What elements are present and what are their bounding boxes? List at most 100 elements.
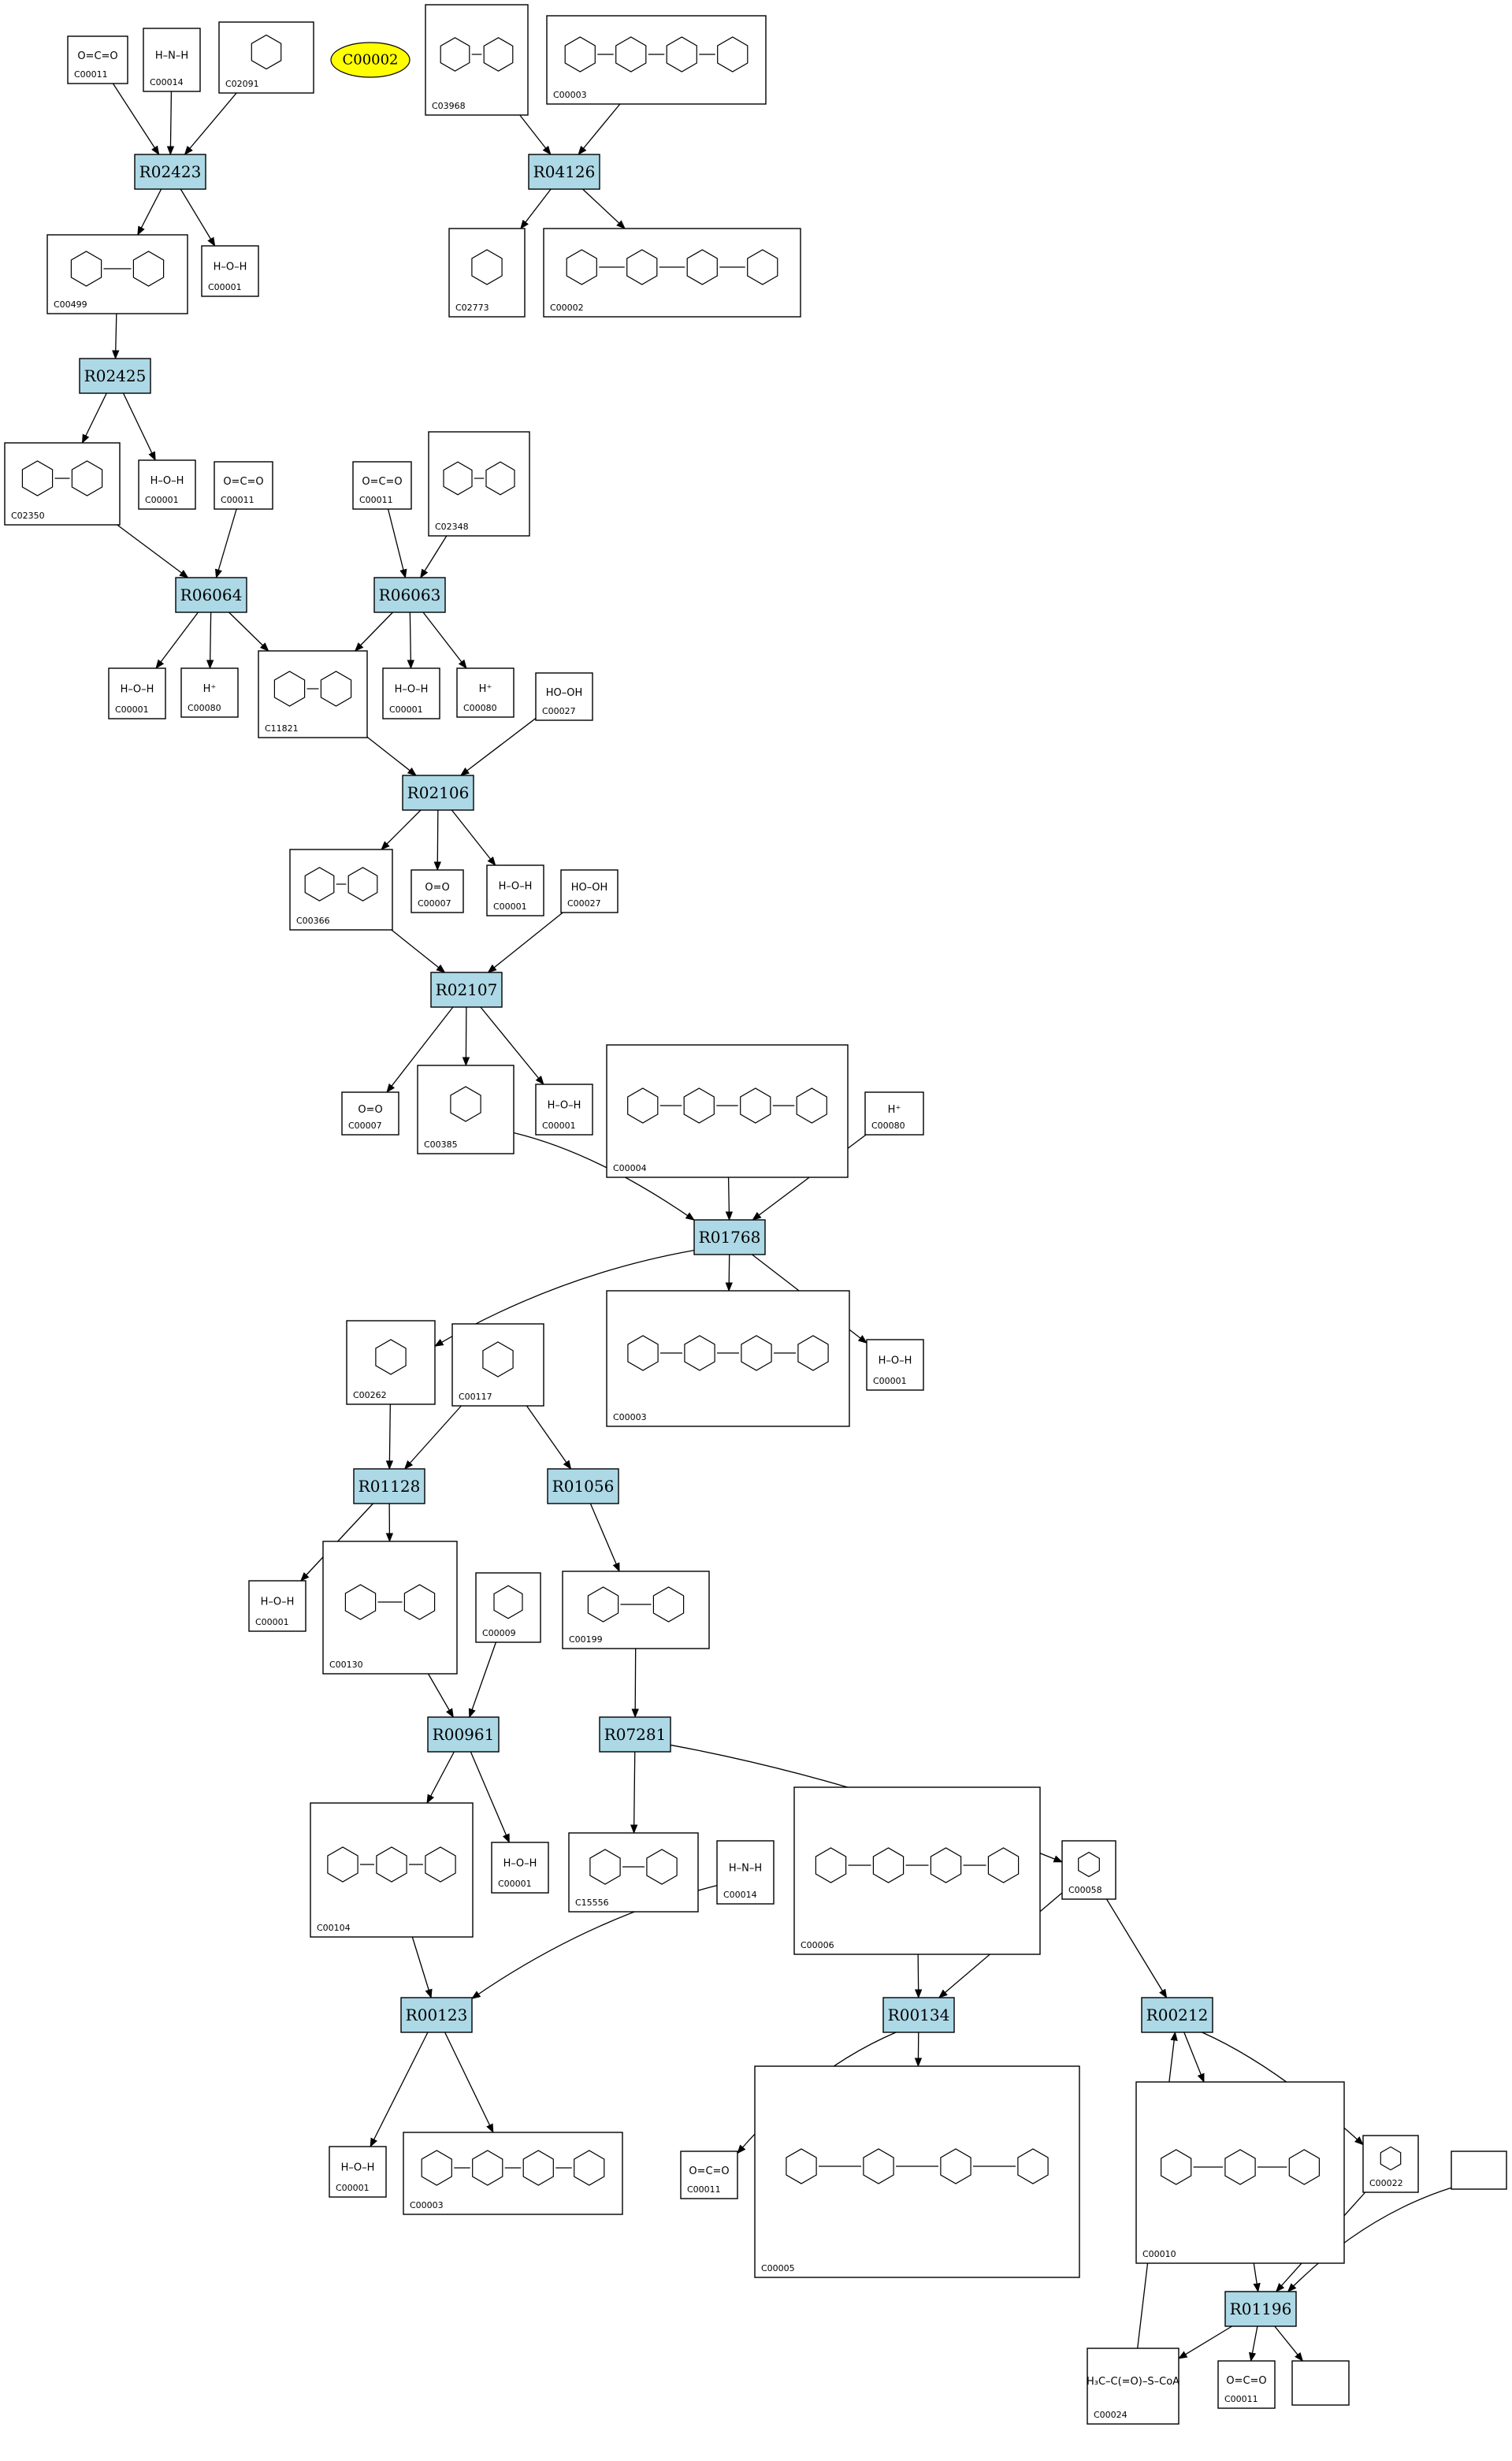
compound-node[interactable]: C02348 <box>428 431 530 537</box>
edge-c00058-R00212 <box>1105 1898 1168 1998</box>
reaction-node[interactable]: R02425 <box>79 358 151 394</box>
compound-node[interactable]: C00499 <box>46 234 188 314</box>
edge-line <box>631 1648 639 1719</box>
edge-R02106-c00366 <box>381 809 422 850</box>
reaction-box <box>427 1716 500 1753</box>
edge-c00117-R01128 <box>403 1405 462 1470</box>
reaction-node[interactable]: R02423 <box>134 154 206 190</box>
compound-node[interactable]: C00009 <box>475 1572 541 1643</box>
structure-ring <box>646 1849 678 1885</box>
compound-node[interactable]: H⁺C00080 <box>456 667 515 718</box>
compound-node[interactable]: C03968 <box>425 4 529 116</box>
structure-ring <box>71 460 103 496</box>
compound-box <box>486 864 544 916</box>
highlighted-compound[interactable]: C00002 <box>330 42 411 78</box>
compound-node[interactable]: C00003 <box>606 1290 850 1427</box>
edge-R06063-c00080_b <box>422 612 467 669</box>
compound-box <box>451 1323 544 1407</box>
compound-node[interactable]: C00104 <box>310 1802 474 1938</box>
structure-ring <box>626 249 658 285</box>
edge-line <box>381 809 422 850</box>
compound-box <box>46 234 188 314</box>
compound-node[interactable] <box>1451 2151 1507 2190</box>
reaction-node[interactable]: R00134 <box>882 1997 955 2033</box>
edge-c00006-R00134 <box>914 1954 923 1999</box>
reaction-node[interactable]: R06064 <box>175 577 247 613</box>
reaction-node[interactable]: R02107 <box>430 972 503 1008</box>
structure-ring <box>273 671 306 707</box>
compound-node[interactable]: C00002 <box>543 228 801 318</box>
edge-line <box>725 1254 733 1292</box>
compound-node[interactable]: H⁺C00080 <box>180 667 239 718</box>
reaction-box <box>402 775 474 811</box>
compound-node[interactable]: C00117 <box>451 1323 544 1407</box>
reaction-node[interactable]: R01196 <box>1224 2291 1297 2327</box>
edge-c00011_b-R06064 <box>214 508 237 579</box>
structure-ring <box>796 1087 827 1124</box>
reaction-node[interactable]: R07281 <box>599 1716 671 1753</box>
compound-node[interactable]: C00385 <box>417 1065 515 1154</box>
compound-box <box>680 2151 738 2199</box>
compound-node[interactable]: C00006 <box>793 1786 1041 1955</box>
edge-R02106-c00007_a <box>433 809 441 872</box>
compound-node[interactable]: C00003 <box>546 15 767 105</box>
compound-node[interactable] <box>1291 2360 1350 2406</box>
compound-box <box>606 1290 850 1427</box>
compound-node[interactable]: C00058 <box>1061 1840 1116 1900</box>
reaction-node[interactable]: R06063 <box>373 577 446 613</box>
compound-node[interactable]: C00022 <box>1362 2135 1419 2193</box>
compound-node[interactable]: C00366 <box>289 849 393 931</box>
compound-id: C00080 <box>188 703 221 713</box>
compound-id: C00001 <box>145 495 179 505</box>
reaction-node[interactable]: R01768 <box>693 1219 766 1255</box>
compound-node[interactable]: C00010 <box>1135 2081 1345 2264</box>
compound-node[interactable]: C00004 <box>606 1044 849 1178</box>
compound-node[interactable]: C00199 <box>562 1571 710 1649</box>
compound-id: C00027 <box>542 706 576 716</box>
compound-node[interactable]: C00130 <box>322 1541 458 1675</box>
compound-formula: H–O–H <box>395 684 429 696</box>
compound-node[interactable]: C02773 <box>448 228 526 318</box>
reaction-node[interactable]: R00212 <box>1141 1997 1213 2033</box>
edge-line <box>1274 2325 1304 2362</box>
structure-ring <box>627 1335 659 1371</box>
reaction-node[interactable]: R01128 <box>353 1468 425 1504</box>
compound-node[interactable]: C00003 <box>403 2132 623 2215</box>
edge-line <box>725 1177 734 1221</box>
compound-node[interactable]: C02350 <box>4 442 121 526</box>
compound-node[interactable]: C11821 <box>258 650 368 738</box>
reaction-node[interactable]: R01056 <box>547 1468 619 1504</box>
reaction-node[interactable]: R02106 <box>402 775 474 811</box>
compound-node[interactable]: C02091 <box>218 21 314 94</box>
compound-node[interactable]: C00005 <box>754 2065 1080 2278</box>
reaction-node[interactable]: R04126 <box>528 154 600 190</box>
compound-node[interactable]: H⁺C00080 <box>864 1091 924 1136</box>
reaction-node[interactable]: R00961 <box>427 1716 500 1753</box>
compound-node[interactable]: C15556 <box>568 1832 699 1913</box>
compound-node[interactable]: C00262 <box>346 1320 436 1405</box>
reaction-node[interactable]: R00123 <box>400 1997 473 2033</box>
